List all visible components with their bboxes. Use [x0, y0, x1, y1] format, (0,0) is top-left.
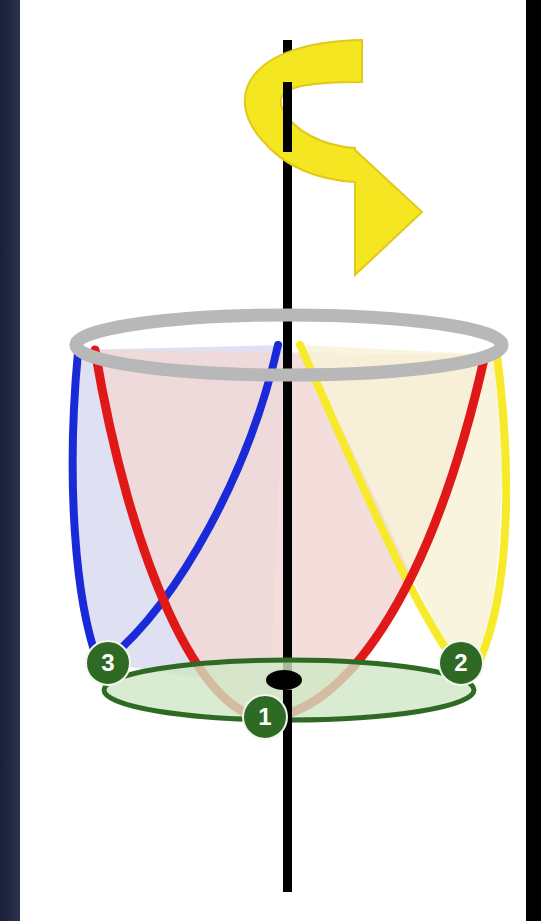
- rotation-axis: [283, 82, 292, 152]
- yellow-curve: [300, 345, 455, 662]
- rotation-axis: [283, 40, 292, 892]
- axis-hole: [266, 670, 302, 690]
- callout-circle: 2: [438, 640, 484, 686]
- callout-number: 3: [101, 651, 114, 675]
- rotation-arrow: [245, 40, 422, 275]
- top-ring: [76, 315, 502, 375]
- callout-number: 2: [454, 651, 467, 675]
- callout-number: 1: [258, 705, 271, 729]
- yellow-curve: [480, 355, 506, 660]
- callout-circle: 1: [242, 694, 288, 740]
- side-band: [0, 0, 20, 921]
- callout-circle: 3: [85, 640, 131, 686]
- side-band: [526, 0, 541, 921]
- blue-curve: [73, 352, 98, 662]
